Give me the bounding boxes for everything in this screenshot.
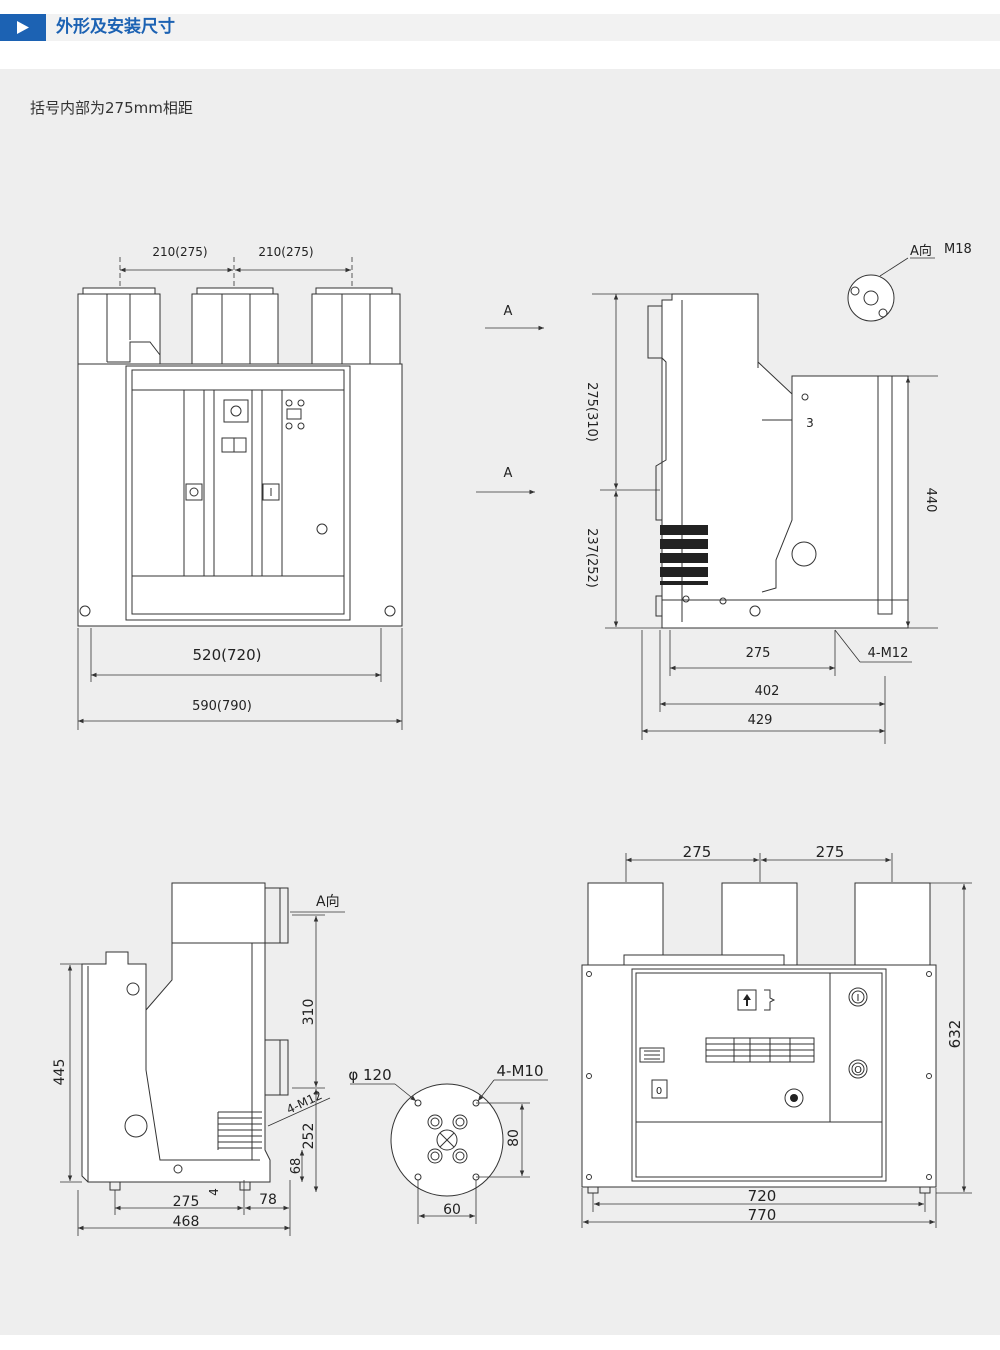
view-arrows: A A <box>476 304 544 495</box>
flange-bolts: 4-M10 <box>497 1062 544 1080</box>
counter-label: 0 <box>656 1086 662 1097</box>
front2-height: 632 <box>946 1020 964 1049</box>
side-view: 275(310) 237(252) 3 440 275 <box>584 242 972 744</box>
nameplate <box>705 1037 815 1063</box>
header-badge <box>0 14 46 41</box>
front-view-2: 275 275 <box>581 843 972 1228</box>
side2-h445: 445 <box>52 1059 68 1086</box>
flange-d60: 60 <box>443 1202 461 1218</box>
side-h-upper: 275(310) <box>584 382 599 442</box>
side-h-lower: 237(252) <box>584 528 599 588</box>
front2-pitch-left: 275 <box>683 843 712 861</box>
side2-h252: 252 <box>301 1123 317 1150</box>
side-mount-spacing: 275 <box>746 646 771 661</box>
side-depth-402: 402 <box>755 684 780 699</box>
play-arrow-icon <box>17 21 29 34</box>
a-view-label: A向 <box>910 243 932 259</box>
front-pitch-right: 210(275) <box>258 245 313 259</box>
side2-d468: 468 <box>173 1214 200 1230</box>
front-outer-width: 590(790) <box>192 699 252 714</box>
front-inner-width: 520(720) <box>193 646 262 664</box>
side2-d275: 275 <box>173 1194 200 1210</box>
arrow-a-top: A <box>504 304 513 319</box>
side-height: 440 <box>923 488 938 513</box>
section-header: 外形及安装尺寸 <box>0 14 1000 41</box>
side-depth-429: 429 <box>748 713 773 728</box>
front-pitch-left: 210(275) <box>152 245 207 259</box>
side2-bolts: 4-M12 <box>284 1088 324 1117</box>
spacing-note: 括号内部为275mm相距 <box>30 99 193 117</box>
side-view-2: A向 445 310 252 68 4-M12 275 78 4 468 <box>52 882 345 1236</box>
side2-a-view: A向 <box>316 894 340 910</box>
section-title: 外形及安装尺寸 <box>56 17 175 37</box>
arrow-a-bottom: A <box>504 466 513 481</box>
flange-d80: 80 <box>506 1129 522 1147</box>
front2-w770: 770 <box>748 1206 777 1224</box>
btn-off-label: O <box>854 1065 862 1076</box>
btn-on-label: I <box>857 993 860 1004</box>
insulator-ribs <box>217 1111 262 1150</box>
side2-d4: 4 <box>207 1188 221 1196</box>
side-item-3: 3 <box>806 416 814 430</box>
front2-w720: 720 <box>748 1187 777 1205</box>
a-view-thread: M18 <box>944 242 972 257</box>
front2-pitch-right: 275 <box>816 843 845 861</box>
side2-h68: 68 <box>289 1158 304 1175</box>
side2-h310: 310 <box>301 999 317 1026</box>
flange-view: φ 120 4-M10 80 60 <box>348 1062 548 1224</box>
flange-diameter: φ 120 <box>348 1066 391 1084</box>
side2-d78: 78 <box>259 1192 277 1208</box>
front-view: 210(275) 210(275) <box>77 245 403 730</box>
side-bolts: 4-M12 <box>868 646 909 661</box>
